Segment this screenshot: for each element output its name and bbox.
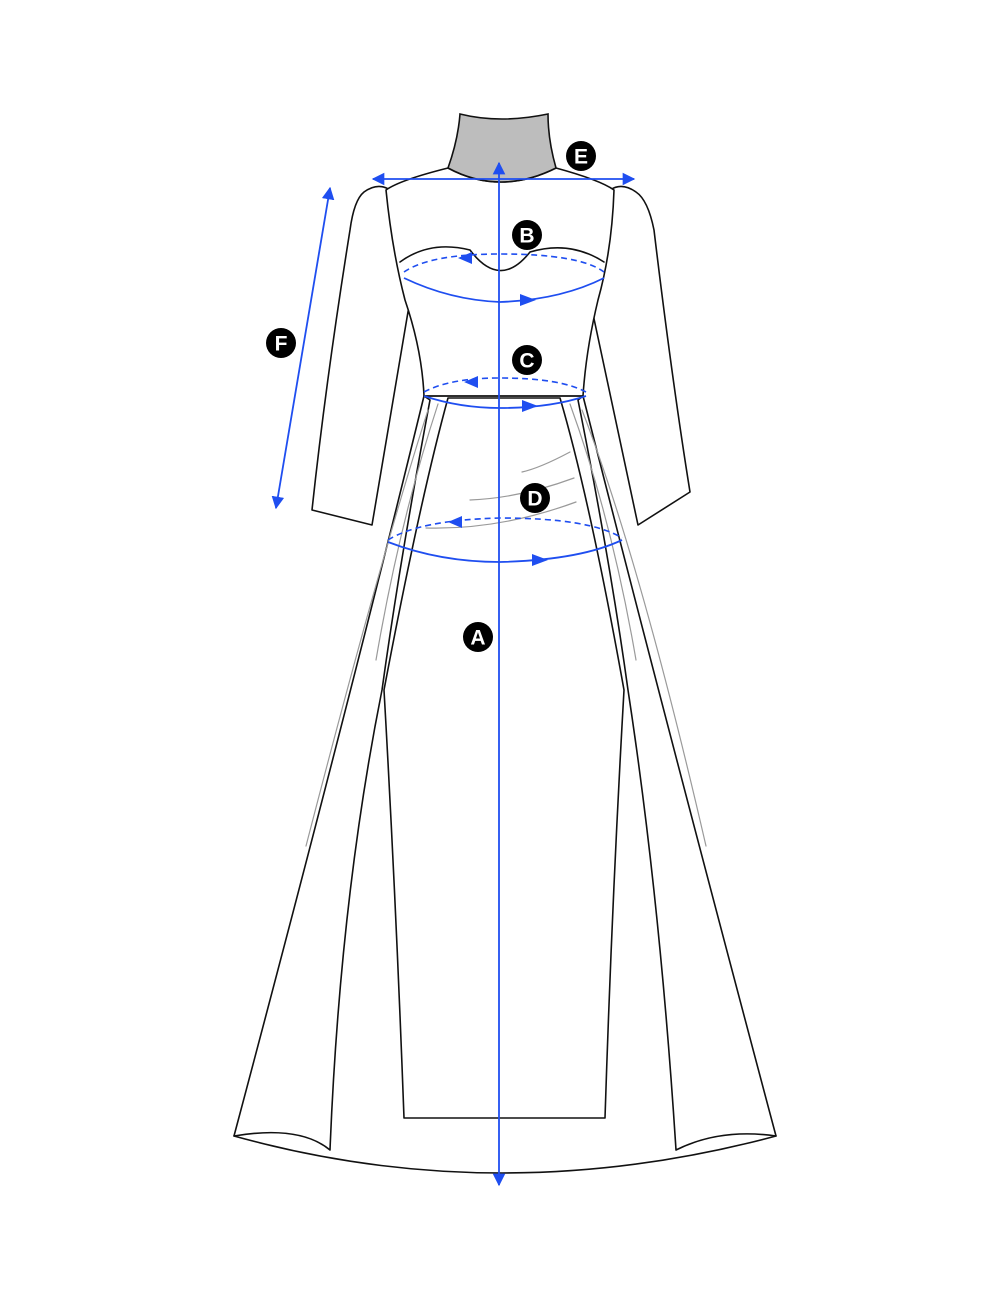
measure-d-arrow-back — [448, 516, 462, 528]
measure-b-back — [403, 253, 605, 273]
badge-d: D — [520, 483, 550, 513]
badge-c-label: C — [519, 350, 534, 373]
measurement-lines — [271, 161, 636, 1187]
measure-b-arrow-back — [458, 252, 472, 264]
overskirt — [233, 395, 431, 1151]
badge-e-label: E — [574, 146, 588, 169]
overskirt-right — [577, 395, 777, 1151]
measure-d-front — [387, 539, 623, 563]
measure-b-arrow-front — [520, 294, 536, 306]
measure-c-front — [423, 395, 587, 409]
badge-f: F — [266, 328, 296, 358]
measure-d-back — [387, 517, 623, 541]
pleat-fold-1 — [375, 403, 439, 661]
badge-a-label: A — [470, 627, 485, 650]
badge-b: B — [512, 220, 542, 250]
measure-b-front — [403, 277, 605, 303]
badge-b-label: B — [519, 225, 534, 248]
mannequin-neck — [447, 112, 557, 183]
measure-c-arrow-front — [522, 400, 538, 412]
measure-c-arrow-back — [464, 376, 478, 388]
drape-fold-1 — [521, 451, 571, 473]
pleat-fold-4 — [581, 409, 707, 847]
badge-f-label: F — [275, 333, 288, 356]
badge-a: A — [463, 622, 493, 652]
pleat-fold-3 — [569, 403, 637, 661]
dress-outline — [233, 112, 777, 1174]
front-skirt-panel — [383, 397, 625, 1119]
badge-d-label: D — [527, 488, 542, 511]
measure-c-back — [423, 377, 587, 393]
pleat-fold-2 — [305, 409, 429, 847]
measure-d-arrow-front — [532, 554, 548, 566]
badge-e: E — [566, 141, 596, 171]
bodice — [385, 167, 615, 397]
measure-f-line — [271, 186, 335, 510]
badge-c: C — [512, 345, 542, 375]
